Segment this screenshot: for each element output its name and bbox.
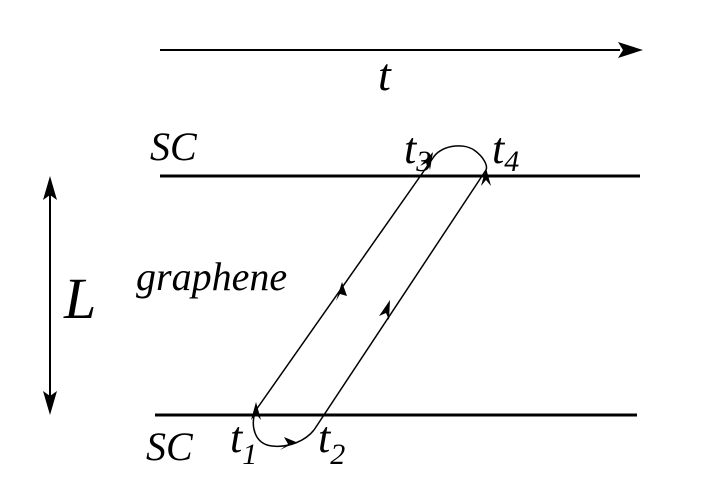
t1-label: t1 (230, 413, 257, 471)
t2-base: t (318, 413, 332, 462)
trajectory-right (313, 169, 487, 431)
graphene-label: graphene (136, 254, 287, 299)
length-arrowhead-down (43, 391, 57, 415)
t4-subscript: 4 (504, 145, 519, 178)
bottom-start-arrow (251, 402, 261, 420)
trajectory-right-arrow (379, 300, 390, 320)
t3-base: t (404, 124, 418, 173)
length-arrow: L (43, 176, 96, 415)
t4-label: t4 (492, 124, 519, 178)
t1-base: t (230, 413, 244, 462)
top-reflection-arc (432, 145, 488, 171)
t3-subscript: 3 (415, 145, 431, 178)
sc-top-label: SC (150, 124, 198, 169)
trajectory-left (255, 157, 434, 411)
time-axis-label: t (378, 49, 392, 100)
t4-base: t (492, 124, 506, 173)
length-arrowhead-up (43, 176, 57, 200)
t3-label: t3 (404, 124, 431, 178)
t2-label: t2 (318, 413, 345, 471)
t2-subscript: 2 (330, 438, 345, 471)
bottom-arc-arrow (280, 437, 296, 450)
length-label: L (63, 266, 96, 331)
time-axis: t (160, 42, 643, 100)
time-axis-arrowhead (618, 42, 643, 58)
top-end-arrow (481, 168, 491, 186)
t1-subscript: 1 (242, 438, 257, 471)
bottom-reflection-arc (252, 409, 315, 448)
sc-bottom-label: SC (146, 424, 194, 469)
trajectory-left-arrow (336, 282, 347, 301)
top-start-arrow (420, 152, 433, 170)
